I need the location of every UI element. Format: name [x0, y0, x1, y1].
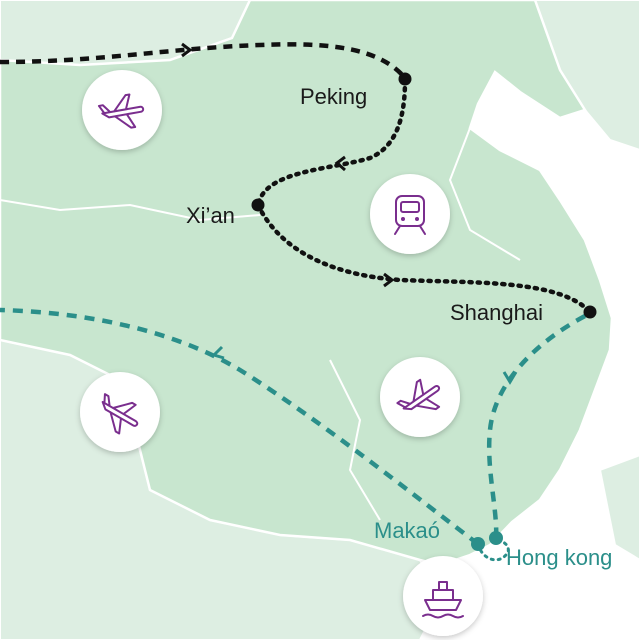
city-label-makao: Makaó [374, 518, 440, 543]
route-arrow [502, 371, 518, 385]
city-dot-xian[interactable] [251, 198, 265, 212]
city-label-xian: Xi’an [186, 203, 235, 228]
route-makao-to-west [0, 307, 480, 546]
airplane-icon [396, 378, 441, 411]
route-west-to-peking [0, 42, 407, 80]
airplane-icon [97, 93, 145, 129]
route-peking-to-xian [255, 77, 408, 208]
city-dot-makao[interactable] [471, 537, 485, 551]
train-icon [394, 195, 426, 235]
transport-badge-ship [403, 556, 483, 636]
city-label-peking: Peking [300, 84, 367, 109]
transport-badge-train [370, 174, 450, 254]
internal-border [329, 359, 381, 521]
route-arrow [383, 272, 395, 288]
internal-border [0, 199, 261, 222]
transport-badge-airplane-west [80, 372, 160, 452]
route-hongkong-makao-loop [476, 538, 510, 562]
transport-badge-airplane-east [380, 357, 460, 437]
transport-badge-airplane-north [82, 70, 162, 150]
airplane-icon [101, 393, 139, 435]
ship-icon [422, 581, 464, 619]
route-arrow [334, 155, 346, 172]
route-shanghai-to-hongkong [486, 314, 587, 541]
city-label-hongkong: Hong kong [506, 545, 612, 570]
neighbor-country-southeast [598, 453, 640, 562]
city-label-shanghai: Shanghai [450, 300, 543, 325]
city-dot-shanghai[interactable] [583, 305, 597, 319]
route-xian-to-shanghai [255, 202, 593, 315]
city-dot-hongkong[interactable] [489, 531, 503, 545]
route-arrow [181, 42, 193, 58]
route-arrow [211, 345, 225, 360]
city-dot-peking[interactable] [398, 72, 412, 86]
internal-border [448, 127, 521, 261]
